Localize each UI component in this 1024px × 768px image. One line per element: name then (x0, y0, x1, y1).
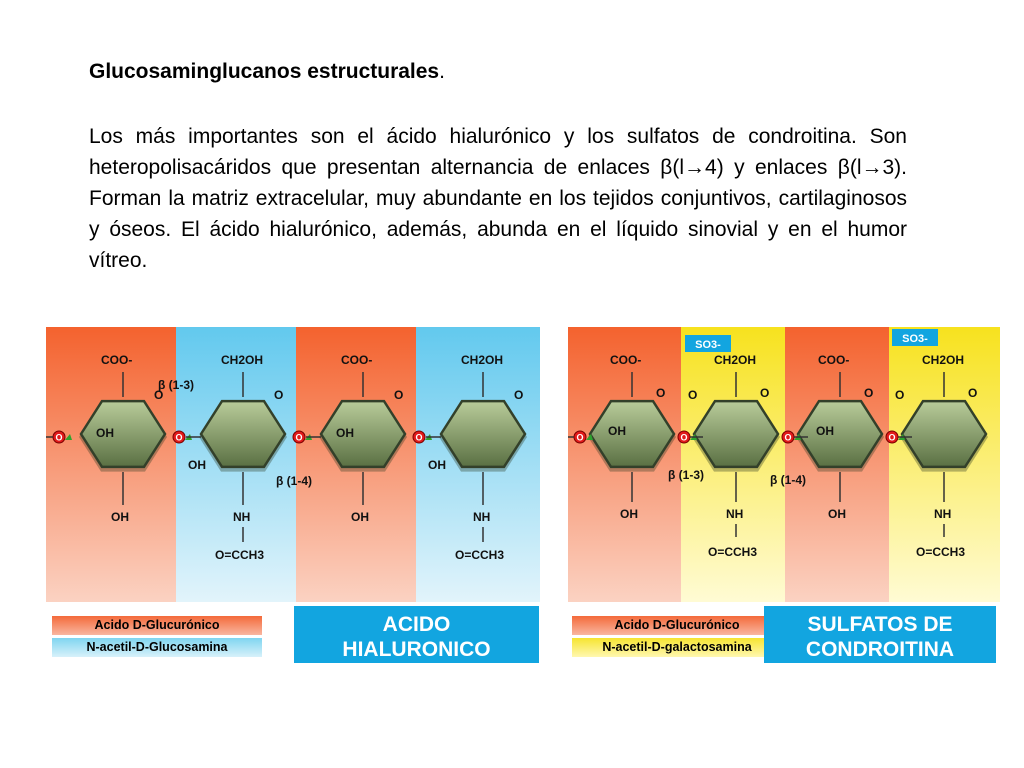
substituent-oh: OH (96, 426, 114, 440)
legend-glucuronico: Acido D-Glucurónico (52, 616, 262, 635)
sugar-ring (692, 399, 780, 469)
link-arrow-icon (65, 434, 72, 440)
substituent-oh: OH (111, 510, 129, 524)
substituent-coo: COO- (341, 353, 372, 367)
beta-1-3-label: β (1-3) (158, 378, 194, 392)
ring-oxygen: O (514, 388, 523, 402)
substituent-ch2oh: CH2OH (714, 353, 756, 367)
oxygen-atom (412, 430, 426, 444)
title-suffix: . (439, 60, 445, 83)
oxygen-label: O (784, 433, 791, 443)
ring-oxygen: O (895, 388, 904, 402)
sugar-ring (439, 399, 527, 469)
legend-glucuronico: Acido D-Glucurónico (572, 616, 782, 635)
substituent-ch2oh: CH2OH (461, 353, 503, 367)
hialuronico-name-box: ACIDO HIALURONICO (294, 606, 539, 663)
name-line-1: SULFATOS DE (807, 613, 953, 636)
condroitina-legend: Acido D-Glucurónico N-acetil-D-galactosa… (572, 613, 782, 659)
legend-glucosamina: N-acetil-D-Glucosamina (52, 638, 262, 657)
substituent-nh: NH (934, 507, 951, 521)
substituent-oh: OH (351, 510, 369, 524)
beta-1-4-label: β (1-4) (276, 474, 312, 488)
title-bold: Glucosaminglucanos estructurales (89, 60, 440, 83)
substituent-nh: NH (726, 507, 743, 521)
substituent-occh3: O=CCH3 (455, 548, 504, 562)
substituent-occh3: O=CCH3 (215, 548, 264, 562)
para-part-1: Los más importantes son el ácido hialuró… (89, 125, 907, 179)
beta-1-3-label: β (1-3) (668, 468, 704, 482)
oxygen-label: O (680, 433, 687, 443)
name-line-1: ACIDO (382, 613, 451, 636)
hialuronico-legend: Acido D-Glucurónico N-acetil-D-Glucosami… (52, 613, 262, 659)
sugar-ring (796, 399, 884, 469)
sugar-ring (588, 399, 676, 469)
para-part-2: 4) y enlaces β(l (705, 156, 862, 179)
name-line-2: CONDROITINA (805, 638, 955, 661)
substituent-occh3: O=CCH3 (916, 545, 965, 559)
ring-oxygen: O (688, 388, 697, 402)
ring-oxygen: O (968, 386, 977, 400)
arrow-icon: → (861, 156, 883, 179)
oxygen-atom (292, 430, 306, 444)
so3-label: SO3- (902, 333, 928, 345)
oxygen-label: O (576, 433, 583, 443)
substituent-oh: OH (336, 426, 354, 440)
legend-galactosamina: N-acetil-D-galactosamina (572, 638, 782, 657)
ring-oxygen: O (760, 386, 769, 400)
ring-oxygen: O (274, 388, 283, 402)
substituent-coo: COO- (610, 353, 641, 367)
arrow-icon: → (684, 156, 706, 179)
hialuronico-diagram: COO- CH2OH COO- CH2OH O O O O OH OH NH O=CCH3 NH O=CC… (46, 327, 540, 602)
description-paragraph: Los más importantes son el ácido hialuró… (89, 121, 907, 276)
link-arrow-icon (586, 434, 593, 440)
page-title: Glucosaminglucanos estructurales. (89, 60, 445, 84)
beta-1-4-label: β (1-4) (770, 473, 806, 487)
condroitina-name-box: SULFATOS DE CONDROITINA (764, 606, 996, 663)
para-part-3: 3). Forman la matriz extracelular, muy a… (89, 156, 907, 272)
substituent-nh: NH (473, 510, 490, 524)
substituent-coo: COO- (101, 353, 132, 367)
so3-box (685, 335, 731, 352)
substituent-oh: OH (428, 458, 446, 472)
condroitina-diagram: SO3- SO3- COO- CH2OH COO- CH2OH O O O O O O OH OH NH O=… (568, 327, 1000, 602)
substituent-occh3: O=CCH3 (708, 545, 757, 559)
ring-oxygen: O (656, 386, 665, 400)
substituent-nh: NH (233, 510, 250, 524)
oxygen-label: O (415, 433, 422, 443)
condroitina-svg: SO3- SO3- COO- CH2OH COO- CH2OH O O O O O O OH OH NH O=… (568, 327, 1000, 602)
substituent-oh: OH (620, 507, 638, 521)
substituent-ch2oh: CH2OH (922, 353, 964, 367)
substituent-ch2oh: CH2OH (221, 353, 263, 367)
ring-oxygen: O (154, 388, 163, 402)
oxygen-label: O (888, 433, 895, 443)
sugar-ring (319, 399, 407, 469)
substituent-oh: OH (608, 424, 626, 438)
ring-oxygen: O (394, 388, 403, 402)
oxygen-atom (172, 430, 186, 444)
so3-label: SO3- (695, 339, 721, 351)
substituent-oh: OH (816, 424, 834, 438)
oxygen-label: O (295, 433, 302, 443)
sugar-ring (199, 399, 287, 469)
ring-oxygen: O (864, 386, 873, 400)
oxygen-label: O (175, 433, 182, 443)
name-line-2: HIALURONICO (342, 638, 491, 661)
hialuronico-svg: COO- CH2OH COO- CH2OH O O O O OH OH NH O=CCH3 NH O=CC… (46, 327, 540, 602)
substituent-coo: COO- (818, 353, 849, 367)
substituent-oh: OH (188, 458, 206, 472)
sugar-ring (900, 399, 988, 469)
oxygen-label: O (55, 433, 62, 443)
sugar-ring (79, 399, 167, 469)
substituent-oh: OH (828, 507, 846, 521)
so3-box (892, 329, 938, 346)
